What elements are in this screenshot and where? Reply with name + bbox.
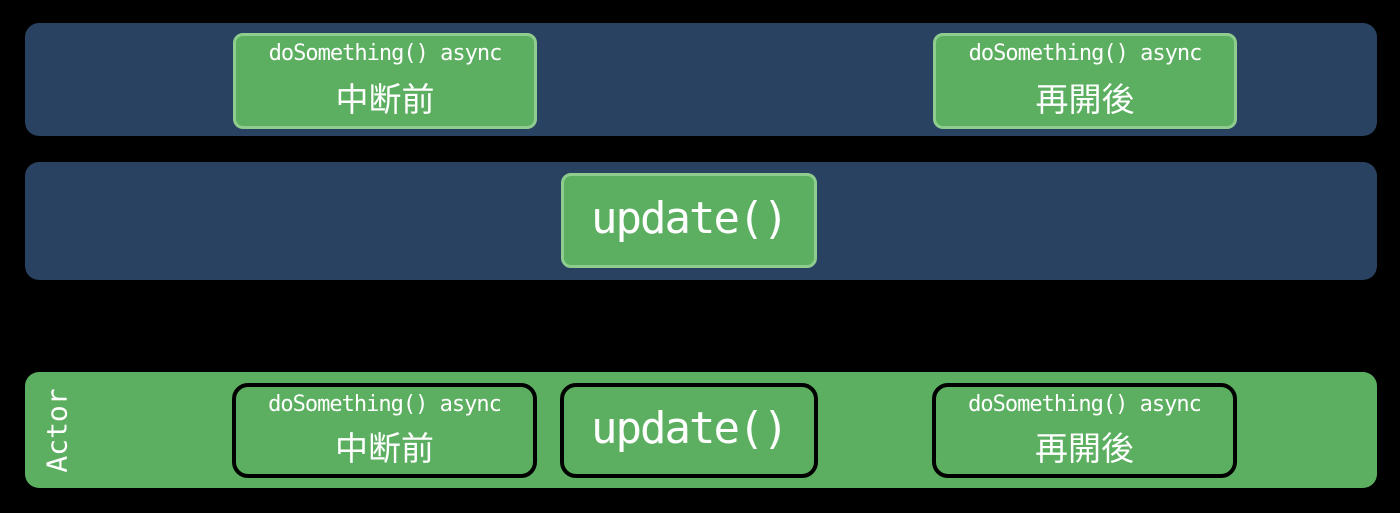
actor-task-before-suspension: doSomething() async 中断前 [232, 383, 537, 478]
thread-bar-middle: update() [25, 162, 1377, 280]
task-box-title: doSomething() async [968, 392, 1202, 417]
actor-task-after-resume: doSomething() async 再開後 [932, 383, 1237, 478]
task-box-subtitle: 再開後 [1035, 429, 1134, 469]
task-box-subtitle: 中断前 [335, 429, 434, 469]
actor-container: Actor doSomething() async 中断前 update() d… [25, 372, 1377, 488]
task-box-subtitle: 再開後 [1035, 79, 1135, 119]
task-box-before-suspension: doSomething() async 中断前 [233, 33, 537, 129]
update-label: update() [591, 403, 789, 454]
actor-update-box: update() [560, 383, 818, 478]
update-label: update() [591, 193, 789, 244]
task-box-subtitle: 中断前 [335, 79, 435, 119]
task-box-title: doSomething() async [268, 41, 503, 66]
actor-label: Actor [40, 387, 74, 473]
thread-bar-top: doSomething() async 中断前 doSomething() as… [25, 23, 1377, 136]
task-box-title: doSomething() async [268, 392, 502, 417]
task-box-after-resume: doSomething() async 再開後 [933, 33, 1237, 129]
update-task-box: update() [561, 173, 817, 268]
task-box-title: doSomething() async [968, 41, 1203, 66]
